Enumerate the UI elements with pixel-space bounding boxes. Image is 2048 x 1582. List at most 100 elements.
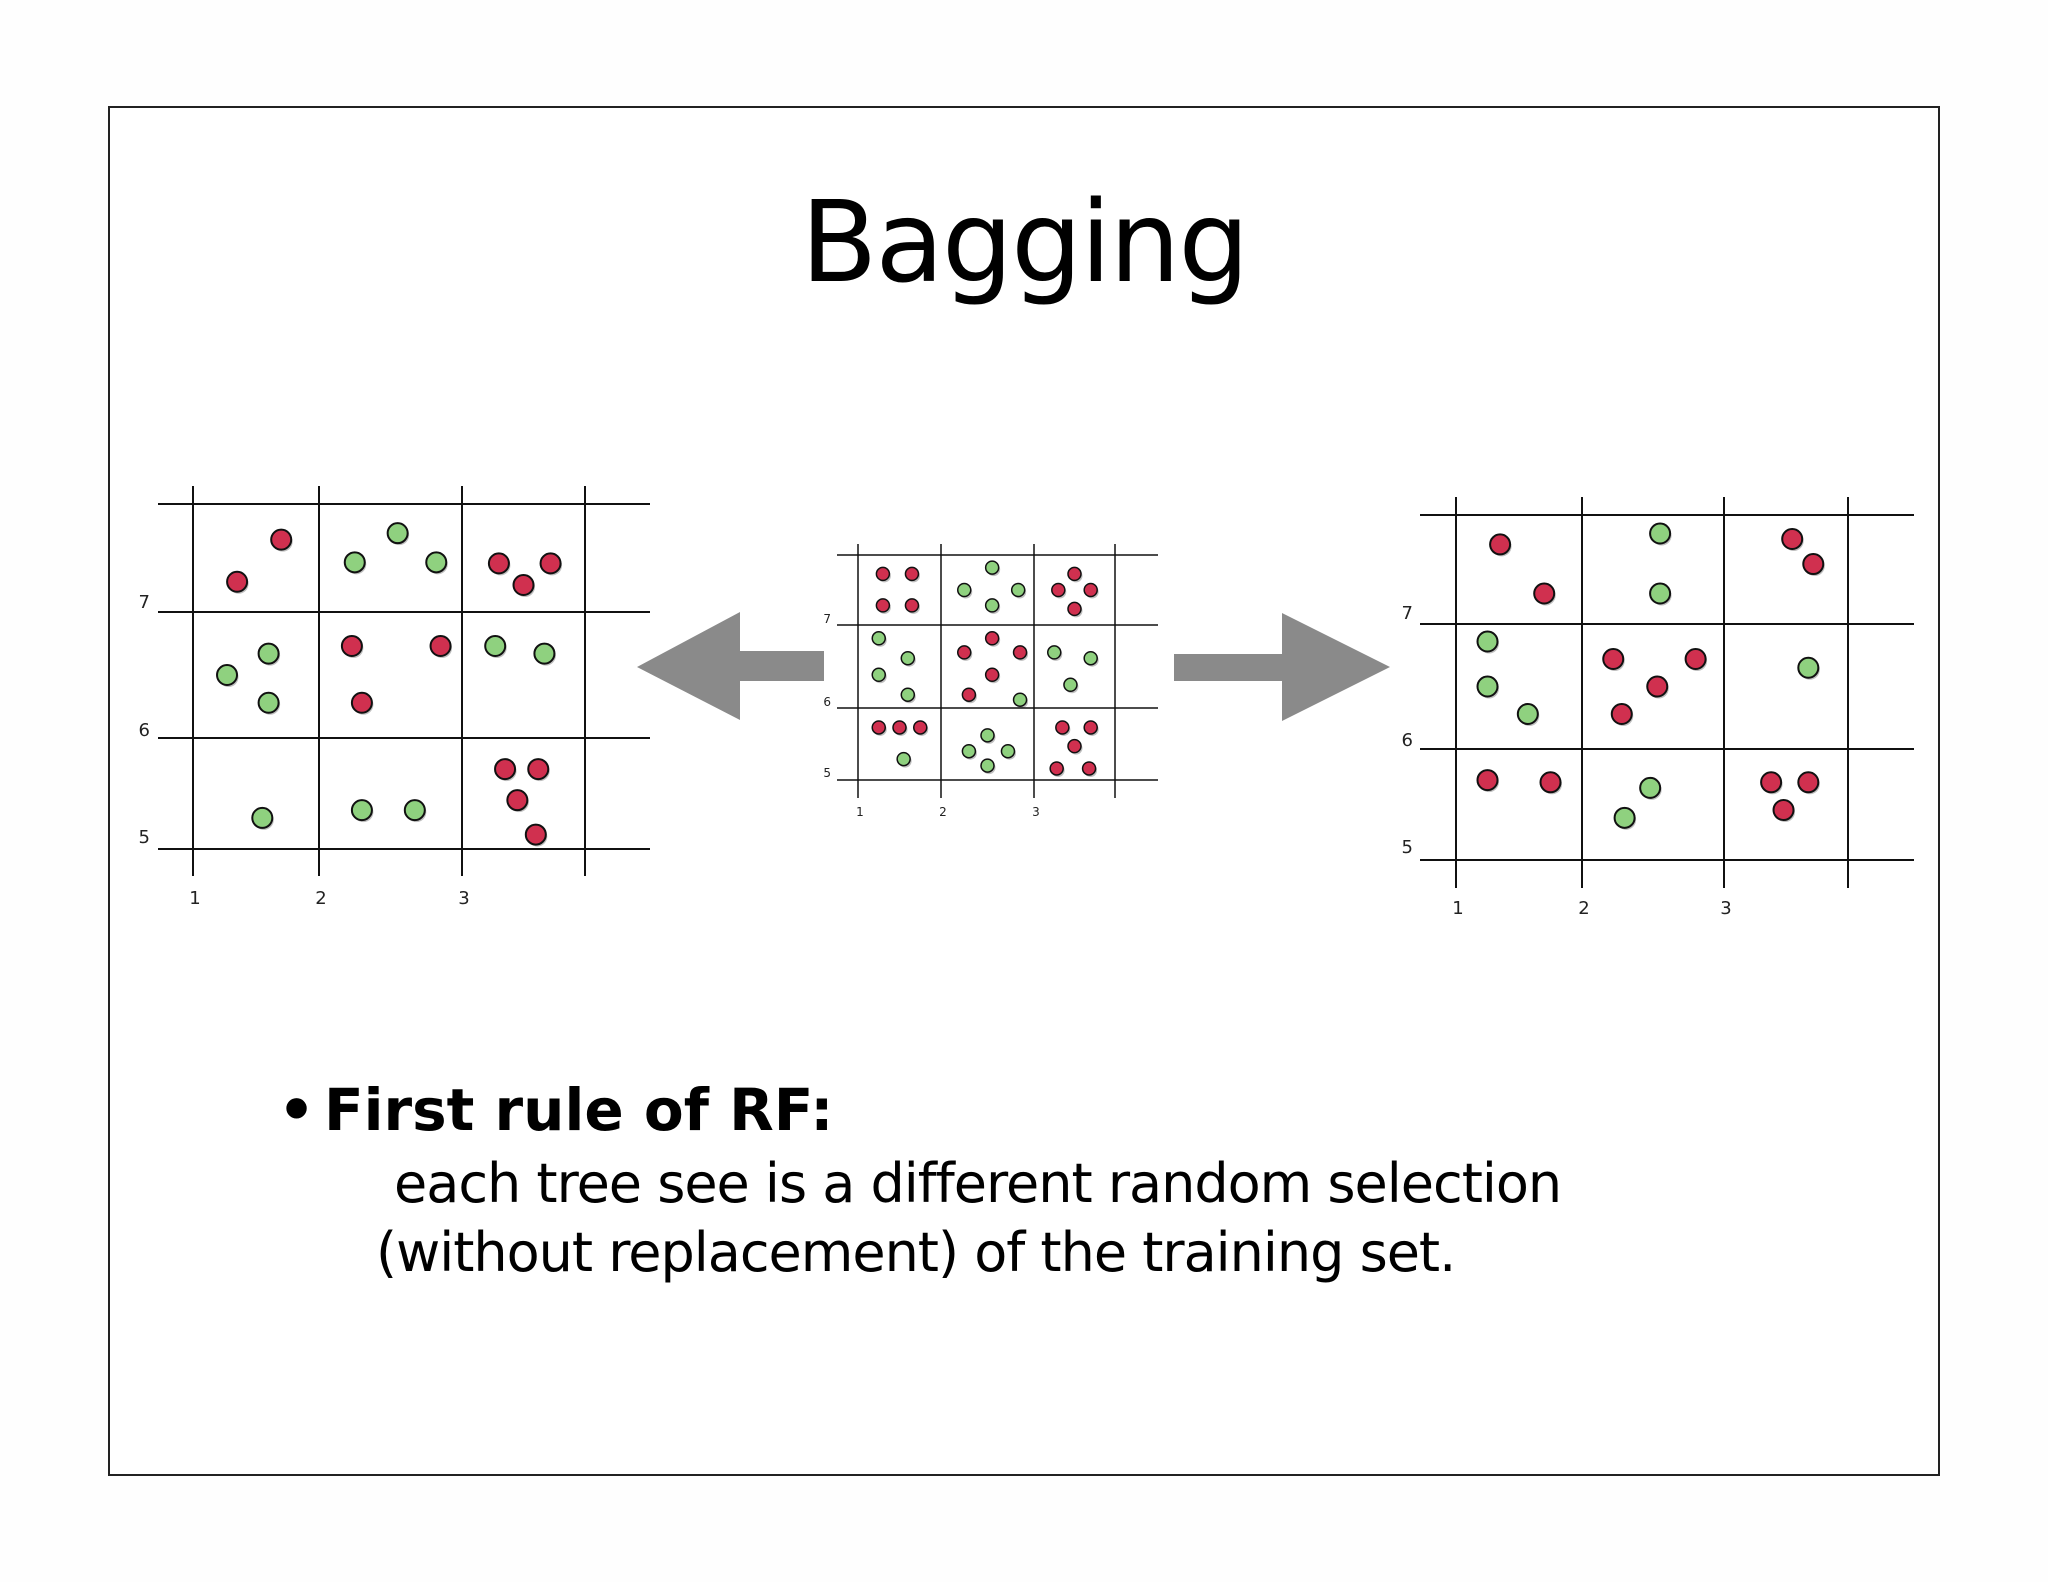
x-tick-label: 3 — [1032, 805, 1040, 819]
red-data-point — [1802, 553, 1825, 576]
green-data-point — [257, 642, 280, 665]
green-data-point — [350, 799, 373, 822]
red-data-point — [506, 789, 529, 812]
green-data-point — [1613, 806, 1636, 829]
red-data-point — [539, 552, 562, 575]
bullet-block: •First rule of RF: each tree see is a di… — [278, 1076, 1562, 1284]
green-data-point — [980, 728, 995, 743]
green-data-point — [1516, 703, 1539, 725]
red-data-point — [875, 598, 891, 613]
red-data-point — [1533, 582, 1556, 605]
red-data-point — [1083, 582, 1098, 598]
x-tick-label: 2 — [315, 888, 326, 909]
y-tick-label: 6 — [139, 720, 150, 741]
red-data-point — [1646, 675, 1669, 698]
red-data-point — [1489, 533, 1512, 556]
red-data-point — [1772, 799, 1795, 822]
bullet-text-line-1: each tree see is a different random sele… — [394, 1152, 1562, 1215]
y-tick-label: 6 — [823, 695, 831, 709]
red-data-point — [875, 566, 891, 582]
green-data-point — [957, 582, 972, 598]
red-data-point — [1760, 771, 1783, 794]
red-data-point — [871, 720, 886, 735]
green-data-point — [1649, 582, 1672, 605]
green-data-point — [1476, 630, 1499, 653]
x-tick-label: 1 — [856, 805, 864, 819]
red-data-point — [1049, 761, 1064, 776]
green-data-point — [1012, 692, 1028, 707]
y-tick-label: 5 — [1402, 837, 1413, 858]
green-data-point — [896, 751, 911, 767]
green-data-point — [425, 551, 448, 574]
red-data-point — [512, 574, 535, 596]
red-data-point — [984, 667, 1000, 683]
x-tick-label: 2 — [939, 805, 947, 819]
red-data-point — [350, 691, 373, 714]
green-data-point — [1047, 645, 1062, 660]
green-data-point — [871, 631, 886, 646]
green-data-point — [984, 560, 1000, 575]
red-data-point — [1067, 738, 1082, 754]
red-data-point — [1012, 645, 1028, 660]
y-tick-label: 7 — [1402, 603, 1413, 624]
red-data-point — [1051, 582, 1066, 598]
right-arrow-icon — [1174, 613, 1390, 721]
green-data-point — [1476, 675, 1499, 698]
red-data-point — [270, 528, 293, 551]
red-data-point — [1602, 648, 1625, 670]
red-data-point — [1055, 720, 1070, 735]
red-data-point — [984, 631, 1000, 646]
red-data-point — [1081, 761, 1097, 776]
green-data-point — [1639, 776, 1662, 799]
red-data-point — [913, 720, 928, 735]
red-data-point — [904, 566, 920, 582]
slide-title: Bagging — [800, 178, 1250, 308]
red-data-point — [1539, 771, 1562, 794]
red-data-point — [892, 720, 907, 735]
red-data-point — [1684, 648, 1707, 670]
slide-frame — [108, 106, 1940, 1476]
red-data-point — [527, 758, 550, 781]
green-data-point — [871, 667, 886, 683]
red-data-point — [340, 635, 363, 658]
green-data-point — [980, 758, 995, 773]
red-data-point — [524, 823, 547, 846]
green-data-point — [216, 664, 239, 686]
x-tick-label: 3 — [458, 888, 469, 909]
left-arrow-icon — [637, 612, 824, 720]
y-tick-label: 7 — [139, 592, 150, 613]
red-data-point — [957, 645, 972, 660]
red-data-point — [1797, 771, 1820, 794]
red-data-point — [226, 570, 249, 593]
bullet-heading: First rule of RF: — [324, 1076, 834, 1144]
red-data-point — [429, 635, 452, 658]
red-data-point — [961, 687, 977, 702]
green-data-point — [900, 687, 916, 702]
red-data-point — [1610, 703, 1633, 725]
red-data-point — [1067, 566, 1082, 582]
red-data-point — [487, 552, 510, 575]
green-data-point — [257, 691, 280, 714]
red-data-point — [904, 598, 920, 613]
red-data-point — [494, 758, 517, 781]
x-tick-label: 3 — [1720, 898, 1731, 919]
red-data-point — [1781, 527, 1804, 550]
y-tick-label: 6 — [1402, 730, 1413, 751]
red-data-point — [1476, 769, 1499, 792]
green-data-point — [1063, 677, 1078, 693]
x-tick-label: 2 — [1578, 898, 1589, 919]
green-data-point — [386, 522, 409, 545]
y-tick-label: 5 — [139, 827, 150, 848]
green-data-point — [343, 551, 366, 574]
green-data-point — [900, 650, 916, 666]
green-data-point — [403, 799, 426, 822]
green-data-point — [1649, 522, 1672, 545]
green-data-point — [251, 806, 274, 829]
bullet-dot-icon: • — [278, 1076, 316, 1144]
green-data-point — [984, 598, 1000, 613]
y-tick-label: 7 — [823, 612, 831, 626]
